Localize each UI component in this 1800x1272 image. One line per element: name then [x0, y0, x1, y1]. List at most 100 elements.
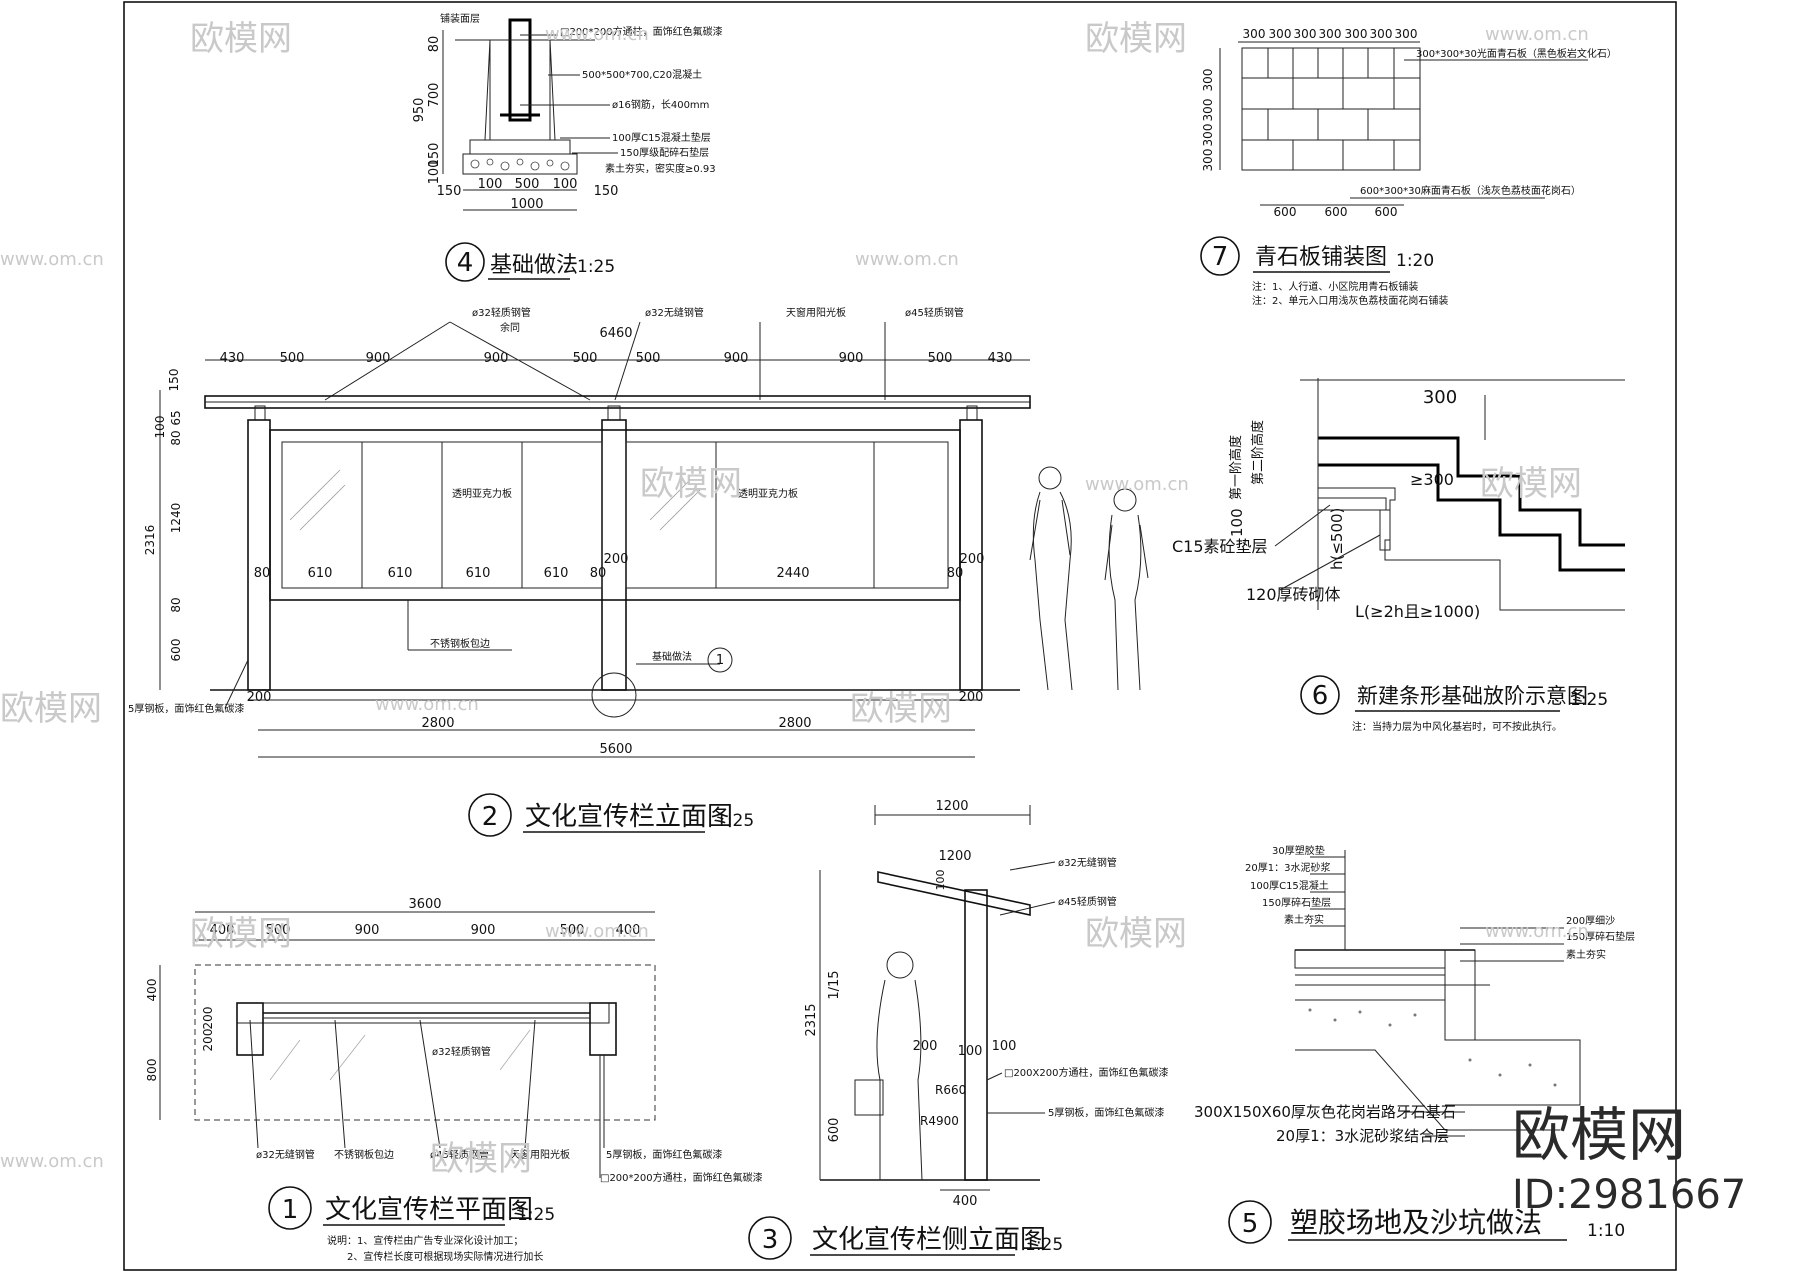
d2-dim-left-0: 150 [167, 369, 181, 392]
d2-dim-top-5: 500 [636, 351, 661, 366]
d2-label-5: 透明亚克力板 [452, 487, 512, 500]
d1-note-0: 说明：1、宣传栏由广告专业深化设计加工； [327, 1234, 523, 1247]
d2-label-1: 余同 [500, 321, 520, 334]
d4-dim-left-3: 150 [427, 143, 442, 168]
d1-label-1: ø32无缝钢管 [256, 1148, 315, 1161]
watermark-url-4: www.om.cn [375, 694, 479, 715]
d3-number-circle [748, 1216, 792, 1260]
d2-dim-top-6: 900 [724, 351, 749, 366]
d2-label-2: ø32无缝钢管 [645, 306, 704, 319]
d1-scale: 1:25 [517, 1205, 555, 1225]
d4-dim-bottom-0: 150 [437, 184, 462, 199]
d7-title: 青石板铺装图 [1255, 245, 1387, 270]
d7-dim-left-1: 300 [1201, 99, 1215, 122]
d1-dim-top-0: 400 [210, 923, 235, 938]
d2-dim-top-1: 500 [280, 351, 305, 366]
d6-dim-4: L(≥2h且≥1000) [1355, 602, 1480, 621]
d2-dim-bottom-4: 200 [959, 690, 984, 705]
d2-dim-left-4: 1240 [169, 503, 183, 534]
d3-dim-8: 100 [992, 1039, 1017, 1054]
d4-number: 4 [457, 248, 474, 278]
d2-dim-left-total: 2316 [143, 525, 157, 556]
watermark-brand-6: 欧模网 [850, 689, 952, 729]
d4-label-5: 150厚级配碎石垫层 [620, 146, 709, 159]
d3-label-4: R660 [935, 1083, 966, 1097]
watermark-brand-1: 欧模网 [190, 19, 292, 59]
drawing-4-foundation: 80 700 950 150 100 150 100 500 100 150 1… [412, 12, 723, 282]
d3-label-2: □200X200方通柱，面饰红色氟碳漆 [1004, 1066, 1168, 1079]
d4-label-2: 500*500*700,C20混凝土 [582, 68, 702, 81]
watermark-url-2: www.om.cn [1485, 24, 1589, 45]
d5-title: 塑胶场地及沙坑做法 [1290, 1206, 1542, 1239]
d2-dim-top-total: 6460 [599, 326, 632, 341]
d1-label-6: □200*200方通柱，面饰红色氟碳漆 [600, 1171, 763, 1184]
drawing-6-stepped-foundation: 300 ≥300 h(≤500) 100 L(≥2h且≥1000) 第一阶高度 … [1172, 378, 1625, 733]
d1-dim-top-1: 500 [266, 923, 291, 938]
d2-dim-mid-0: 80 [254, 566, 271, 581]
d6-label-0: 第一阶高度 [1228, 435, 1244, 500]
d5-label-bottom-1: 20厚1：3水泥砂浆结合层 [1276, 1127, 1449, 1145]
d4-label-1: □200*200方通柱，面饰红色氟碳漆 [560, 25, 723, 38]
d2-dim-mid-2: 610 [388, 566, 413, 581]
d2-post-left [247, 419, 271, 691]
watermark-brand-3: 欧模网 [640, 464, 742, 504]
d7-dim-top-4: 300 [1345, 27, 1368, 41]
d2-dim-top-0: 430 [220, 351, 245, 366]
d2-dim-top-9: 430 [988, 351, 1013, 366]
d3-dim-1: 1200 [938, 849, 971, 864]
d2-label-7: 不锈钢板包边 [430, 637, 490, 650]
d4-dim-left-4: 100 [427, 160, 442, 185]
d1-dim-top-5: 400 [616, 923, 641, 938]
d1-dim-left-3: 800 [145, 1059, 159, 1082]
d7-dim-bottom-0: 600 [1274, 205, 1297, 219]
d2-dim-top-4: 500 [573, 351, 598, 366]
drawing-7-stone-paving: 300 300 300 300 300 300 300 300 300 300 … [1200, 27, 1617, 307]
d1-number-circle [268, 1186, 312, 1230]
d5-label-right-0: 200厚细沙 [1566, 914, 1615, 927]
d6-note: 注：当持力层为中风化基岩时，可不按此执行。 [1352, 720, 1562, 733]
watermark-url-7: www.om.cn [0, 1151, 104, 1172]
d1-number: 1 [282, 1195, 299, 1225]
d6-label-2: C15素砼垫层 [1172, 537, 1268, 556]
d1-dim-top-3: 900 [471, 923, 496, 938]
d7-dim-top-2: 300 [1294, 27, 1317, 41]
d3-number: 3 [762, 1225, 779, 1255]
d4-label-6: 素土夯实，密实度≥0.93 [605, 162, 716, 175]
drawing-3-side-elevation: 1200 1200 100 1/15 2315 600 200 100 100 … [748, 799, 1168, 1260]
d5-scale: 1:10 [1587, 1221, 1625, 1241]
d1-dim-overall: 3600 [408, 897, 441, 912]
watermark-brand-8: 欧模网 [1085, 914, 1187, 954]
d7-dim-top-6: 300 [1395, 27, 1418, 41]
d2-label-4: ø45轻质钢管 [905, 306, 964, 319]
d2-dim-bottom-1: 2800 [421, 716, 454, 731]
d5-label-right-2: 素土夯实 [1566, 948, 1606, 961]
d3-dim-5: 600 [827, 1118, 842, 1143]
d2-callout: 1 [716, 653, 724, 668]
d2-label-6: 透明亚克力板 [738, 487, 798, 500]
d7-note-0: 注：1、人行道、小区院用青石板铺装 [1252, 280, 1418, 293]
d2-dim-mid-6: 200 [604, 552, 629, 567]
d2-dim-mid-3: 610 [466, 566, 491, 581]
d7-dim-left-0: 300 [1201, 69, 1215, 92]
d4-label-3: ø16钢筋，长400mm [612, 98, 709, 111]
d1-dim-left-1: 200 [201, 1007, 215, 1030]
watermark-brand-2: 欧模网 [1085, 19, 1187, 59]
d4-dim-bottom-2: 500 [515, 177, 540, 192]
d2-dim-left-5: 80 [169, 597, 183, 612]
d2-dim-bottom-2: 2800 [778, 716, 811, 731]
d7-dim-left-3: 300 [1201, 149, 1215, 172]
d2-dim-left-2: 80 [169, 430, 183, 445]
d6-number: 6 [1312, 681, 1329, 711]
drawing-2-elevation: 430 500 900 900 500 500 900 900 500 430 … [128, 306, 1149, 837]
d7-dim-left-2: 300 [1201, 124, 1215, 147]
d2-dim-bottom-3: 5600 [599, 742, 632, 757]
d2-dim-mid-5: 80 [590, 566, 607, 581]
d1-label-3: ø45轻质钢管 [430, 1148, 489, 1161]
d3-scale: 1:25 [1025, 1235, 1063, 1255]
d1-dim-top-4: 500 [560, 923, 585, 938]
sheet-frame [123, 1, 1677, 1271]
d2-number-circle [468, 793, 512, 837]
d5-label-left-1: 20厚1：3水泥砂浆 [1245, 861, 1330, 874]
watermark-url-5: www.om.cn [545, 921, 649, 942]
